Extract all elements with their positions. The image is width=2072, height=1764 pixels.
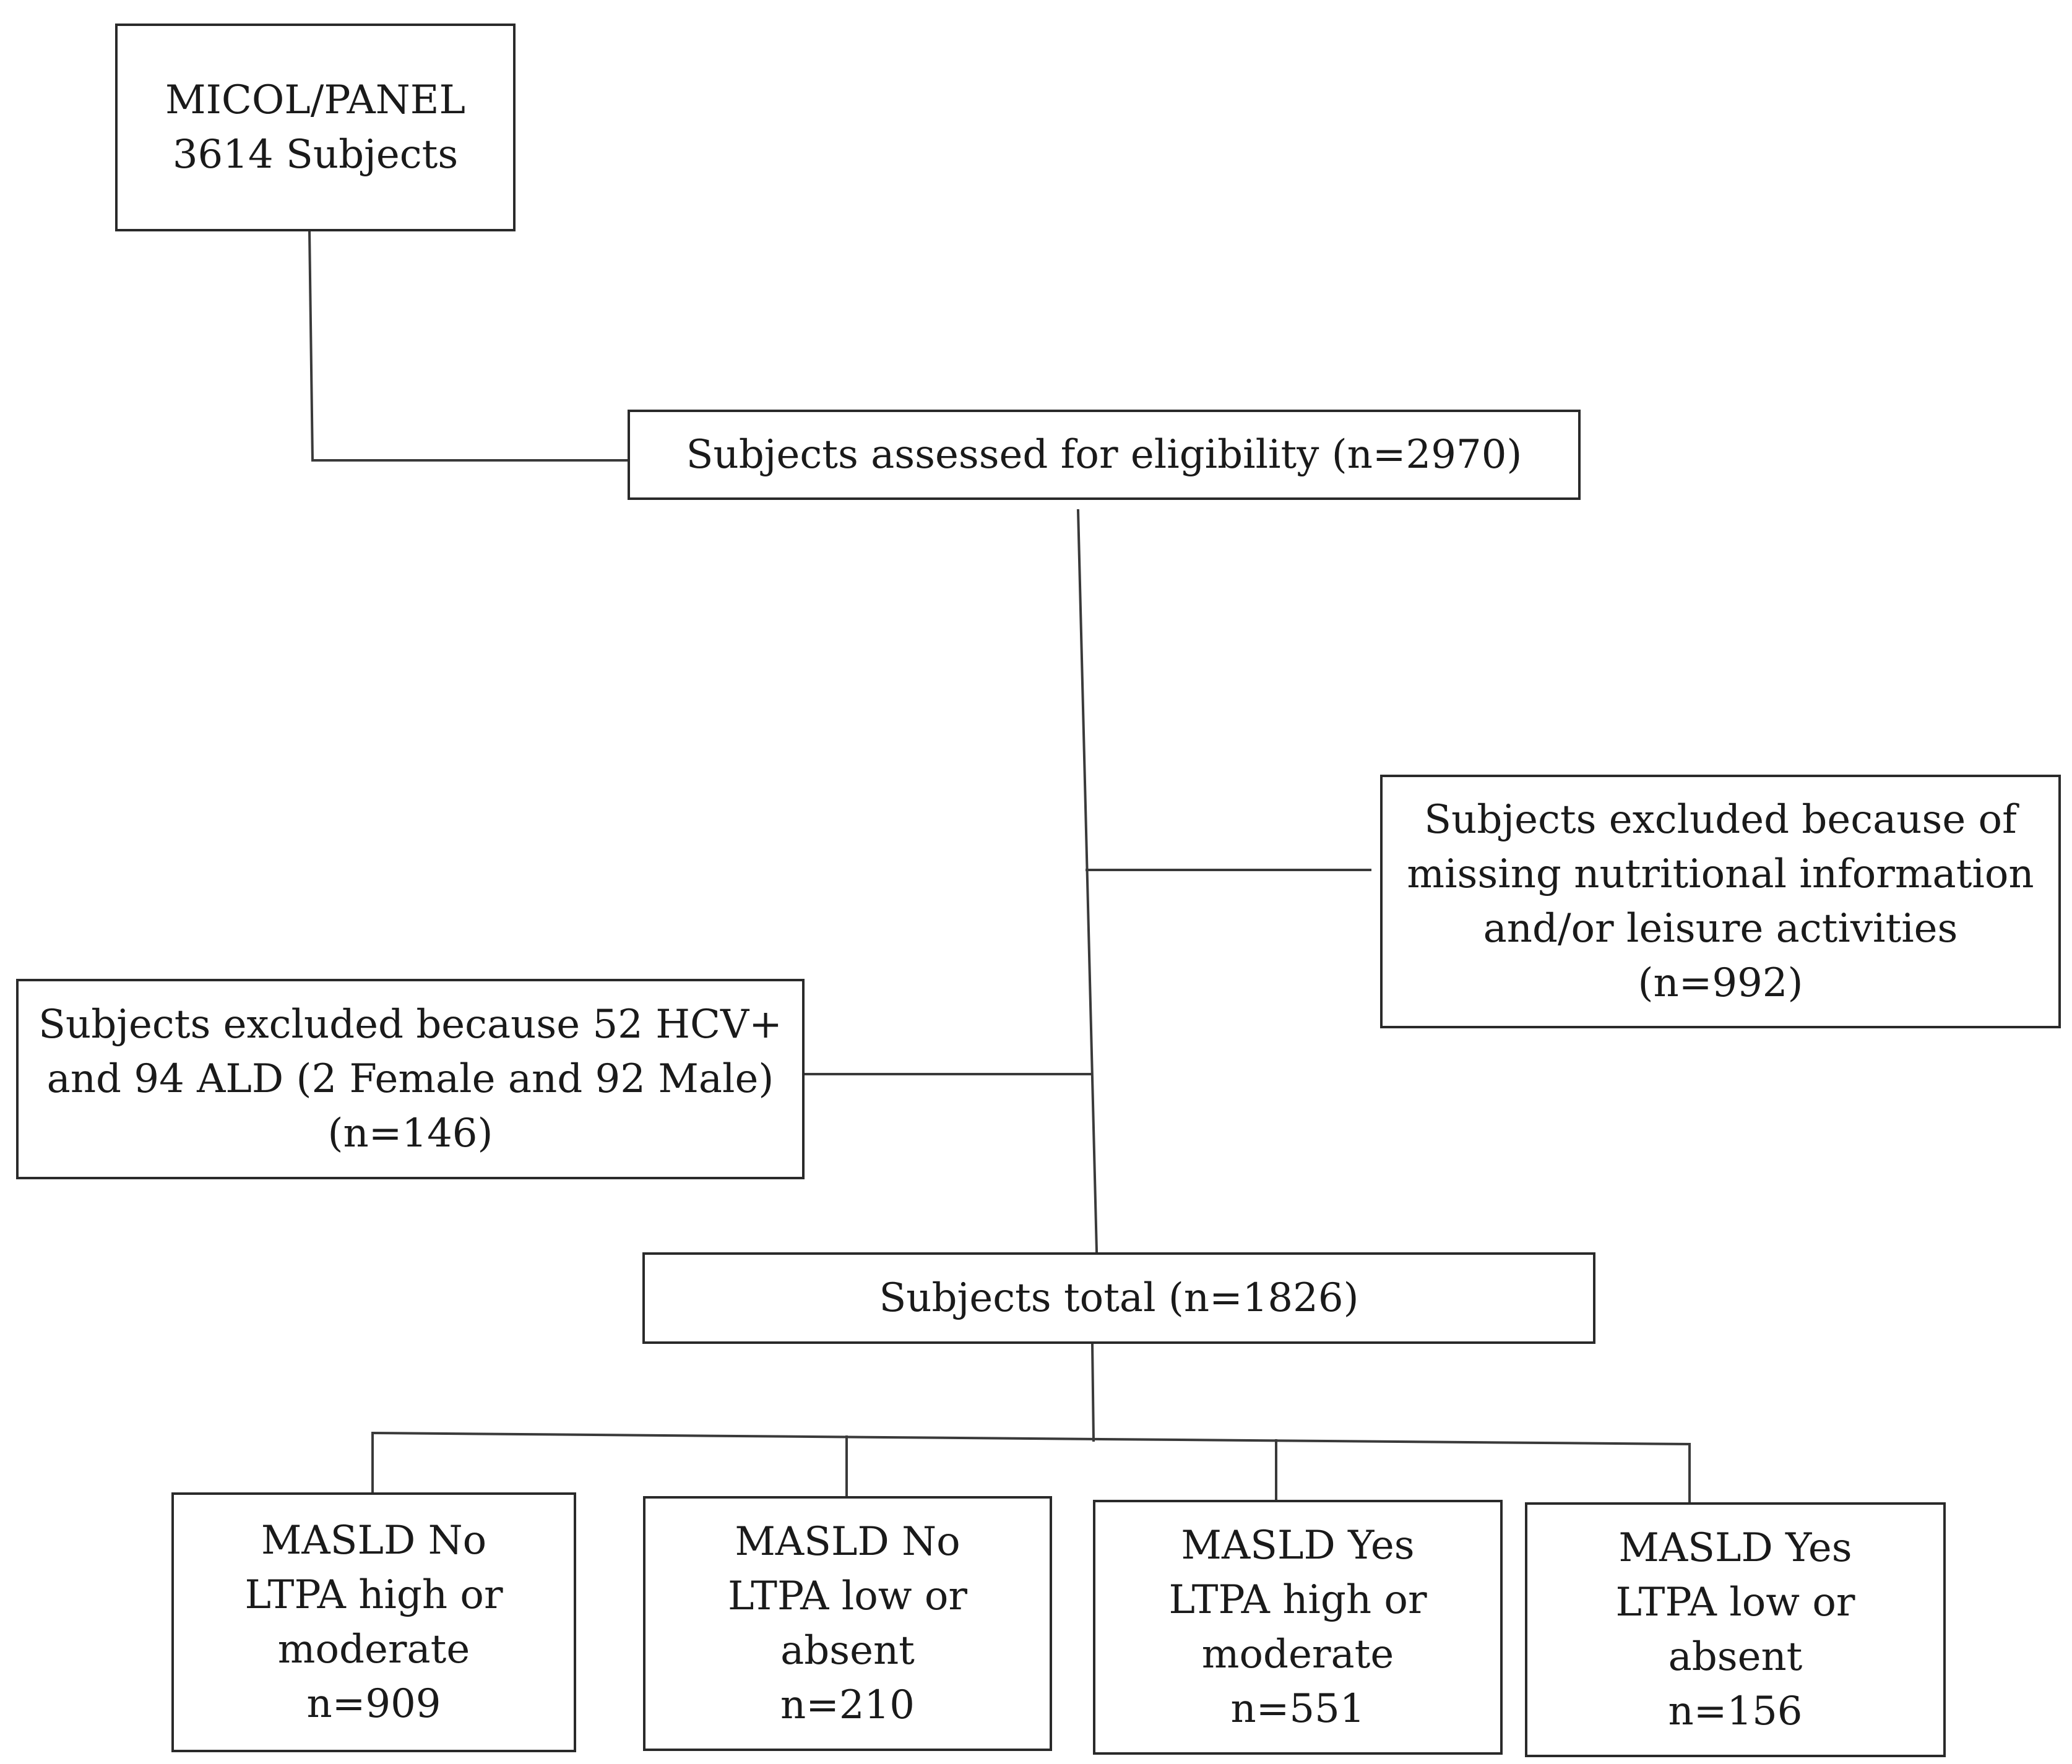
source-cohort-box: MICOL/PANEL 3614 Subjects bbox=[115, 24, 516, 231]
connector-branch-bar bbox=[371, 1431, 1691, 1446]
excluded-nutritional-line: and/or leisure activities bbox=[1483, 906, 1958, 952]
excluded-nutritional-line: missing nutritional information bbox=[1407, 851, 2034, 897]
group-line: MASLD Yes bbox=[1181, 1523, 1415, 1568]
group-text: MASLD Yes LTPA high or moderate n=551 bbox=[1168, 1518, 1427, 1736]
group-box-masld-yes-ltpa-high: MASLD Yes LTPA high or moderate n=551 bbox=[1093, 1500, 1503, 1755]
subjects-total-line: Subjects total (n=1826) bbox=[879, 1275, 1359, 1321]
group-line: moderate bbox=[277, 1627, 470, 1672]
excluded-nutritional-box: Subjects excluded because of missing nut… bbox=[1380, 775, 2061, 1028]
connector-source-down bbox=[308, 230, 314, 462]
source-cohort-line: 3614 Subjects bbox=[172, 132, 459, 178]
group-line: MASLD Yes bbox=[1618, 1525, 1852, 1571]
group-line: LTPA high or bbox=[244, 1572, 503, 1618]
group-count: n=909 bbox=[306, 1681, 441, 1727]
group-box-masld-yes-ltpa-low: MASLD Yes LTPA low or absent n=156 bbox=[1525, 1502, 1946, 1757]
group-count: n=156 bbox=[1668, 1689, 1803, 1734]
group-line: LTPA low or bbox=[1615, 1580, 1855, 1625]
excluded-nutritional-line: Subjects excluded because of bbox=[1424, 797, 2017, 843]
excluded-nutritional-line: (n=992) bbox=[1638, 960, 1803, 1006]
assessed-eligibility-line: Subjects assessed for eligibility (n=297… bbox=[686, 432, 1522, 478]
group-line: moderate bbox=[1201, 1632, 1394, 1677]
group-text: MASLD Yes LTPA low or absent n=156 bbox=[1616, 1521, 1855, 1739]
excluded-nutritional-text: Subjects excluded because of missing nut… bbox=[1407, 793, 2034, 1010]
group-line: absent bbox=[1668, 1634, 1803, 1680]
source-cohort-text: MICOL/PANEL 3614 Subjects bbox=[165, 73, 465, 182]
excluded-hcv-ald-text: Subjects excluded because 52 HCV+ and 94… bbox=[38, 997, 782, 1161]
source-cohort-line: MICOL/PANEL bbox=[165, 77, 465, 123]
assessed-eligibility-box: Subjects assessed for eligibility (n=297… bbox=[628, 410, 1581, 500]
subjects-total-text: Subjects total (n=1826) bbox=[879, 1271, 1358, 1325]
excluded-hcv-ald-box: Subjects excluded because 52 HCV+ and 94… bbox=[16, 979, 805, 1179]
group-text: MASLD No LTPA high or moderate n=909 bbox=[244, 1513, 503, 1731]
assessed-eligibility-text: Subjects assessed for eligibility (n=297… bbox=[686, 428, 1522, 482]
group-line: absent bbox=[780, 1628, 915, 1674]
subjects-total-box: Subjects total (n=1826) bbox=[642, 1252, 1595, 1344]
group-box-masld-no-ltpa-high: MASLD No LTPA high or moderate n=909 bbox=[171, 1492, 576, 1752]
group-text: MASLD No LTPA low or absent n=210 bbox=[728, 1515, 967, 1732]
excluded-hcv-ald-line: and 94 ALD (2 Female and 92 Male) bbox=[46, 1056, 774, 1102]
excluded-hcv-ald-line: Subjects excluded because 52 HCV+ bbox=[38, 1002, 782, 1048]
connector-assessed-to-total bbox=[1076, 509, 1099, 1253]
group-line: LTPA high or bbox=[1168, 1577, 1427, 1623]
group-count: n=551 bbox=[1230, 1686, 1365, 1732]
group-count: n=210 bbox=[780, 1682, 915, 1728]
group-line: MASLD No bbox=[735, 1519, 960, 1565]
group-line: LTPA low or bbox=[728, 1573, 967, 1619]
group-box-masld-no-ltpa-low: MASLD No LTPA low or absent n=210 bbox=[643, 1496, 1052, 1751]
connector-total-down bbox=[1090, 1342, 1095, 1442]
excluded-hcv-ald-line: (n=146) bbox=[327, 1111, 493, 1156]
group-line: MASLD No bbox=[261, 1518, 487, 1564]
